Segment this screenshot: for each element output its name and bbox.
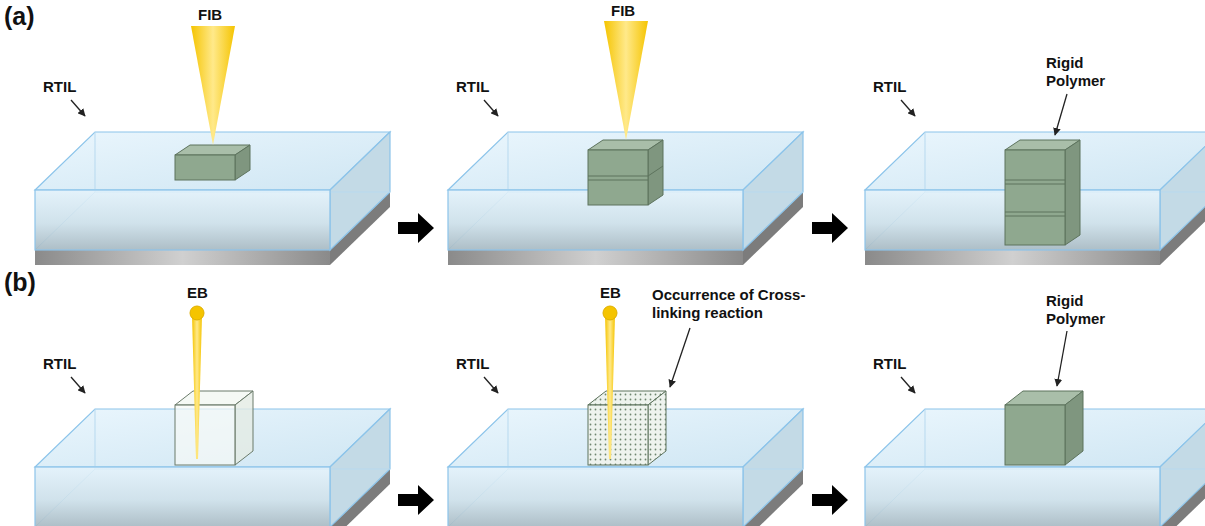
- step-arrow: [398, 485, 434, 515]
- part-label-holder: Rigid Polymer: [1046, 292, 1126, 328]
- beam-label-holder: EB: [600, 284, 621, 302]
- step-arrow: [812, 485, 848, 515]
- rtil-slab: [865, 100, 1205, 265]
- liquid-label-holder: RTIL: [873, 78, 906, 96]
- liquid-label: RTIL: [43, 78, 76, 96]
- callout-label-holder: Occurrence of Cross-linking reaction: [652, 286, 830, 322]
- panel-letter: (b): [4, 268, 36, 296]
- liquid-label-holder: RTIL: [456, 78, 489, 96]
- part-label: Rigid Polymer: [1046, 54, 1126, 90]
- electron-beam: [603, 306, 617, 459]
- beam-label-holder: FIB: [611, 2, 635, 20]
- exposure-volume: [175, 391, 253, 465]
- liquid-label: RTIL: [873, 355, 906, 373]
- ion-beam: [191, 26, 235, 145]
- polymer-layer: [175, 145, 250, 180]
- panel-letter-holder: (b): [4, 268, 36, 296]
- ion-beam: [604, 21, 648, 140]
- liquid-label: RTIL: [873, 78, 906, 96]
- callout-label: Occurrence of Cross-linking reaction: [652, 286, 830, 322]
- beam-label: FIB: [198, 6, 222, 24]
- liquid-label-holder: RTIL: [43, 78, 76, 96]
- part-label-holder: Rigid Polymer: [1046, 54, 1126, 90]
- beam-label-holder: FIB: [198, 6, 222, 24]
- beam-label: EB: [600, 284, 621, 302]
- rigid-polymer: [1005, 331, 1083, 465]
- rtil-slab: [865, 377, 1205, 526]
- liquid-label-holder: RTIL: [873, 355, 906, 373]
- liquid-label-holder: RTIL: [43, 355, 76, 373]
- panel-letter: (a): [4, 2, 35, 30]
- liquid-label: RTIL: [456, 78, 489, 96]
- step-arrow: [398, 213, 434, 243]
- beam-label: EB: [187, 284, 208, 302]
- step-arrow: [812, 213, 848, 243]
- crosslinking-volume: [588, 328, 690, 465]
- liquid-label: RTIL: [43, 355, 76, 373]
- beam-label: FIB: [611, 2, 635, 20]
- beam-label-holder: EB: [187, 284, 208, 302]
- liquid-label: RTIL: [456, 355, 489, 373]
- liquid-label-holder: RTIL: [456, 355, 489, 373]
- part-label: Rigid Polymer: [1046, 292, 1126, 328]
- panel-letter-holder: (a): [4, 2, 35, 30]
- rtil-slab: [35, 377, 390, 526]
- rtil-slab: [448, 377, 803, 526]
- polymer-layers: [588, 140, 663, 205]
- rigid-polymer: [1005, 94, 1080, 245]
- electron-beam: [190, 306, 204, 459]
